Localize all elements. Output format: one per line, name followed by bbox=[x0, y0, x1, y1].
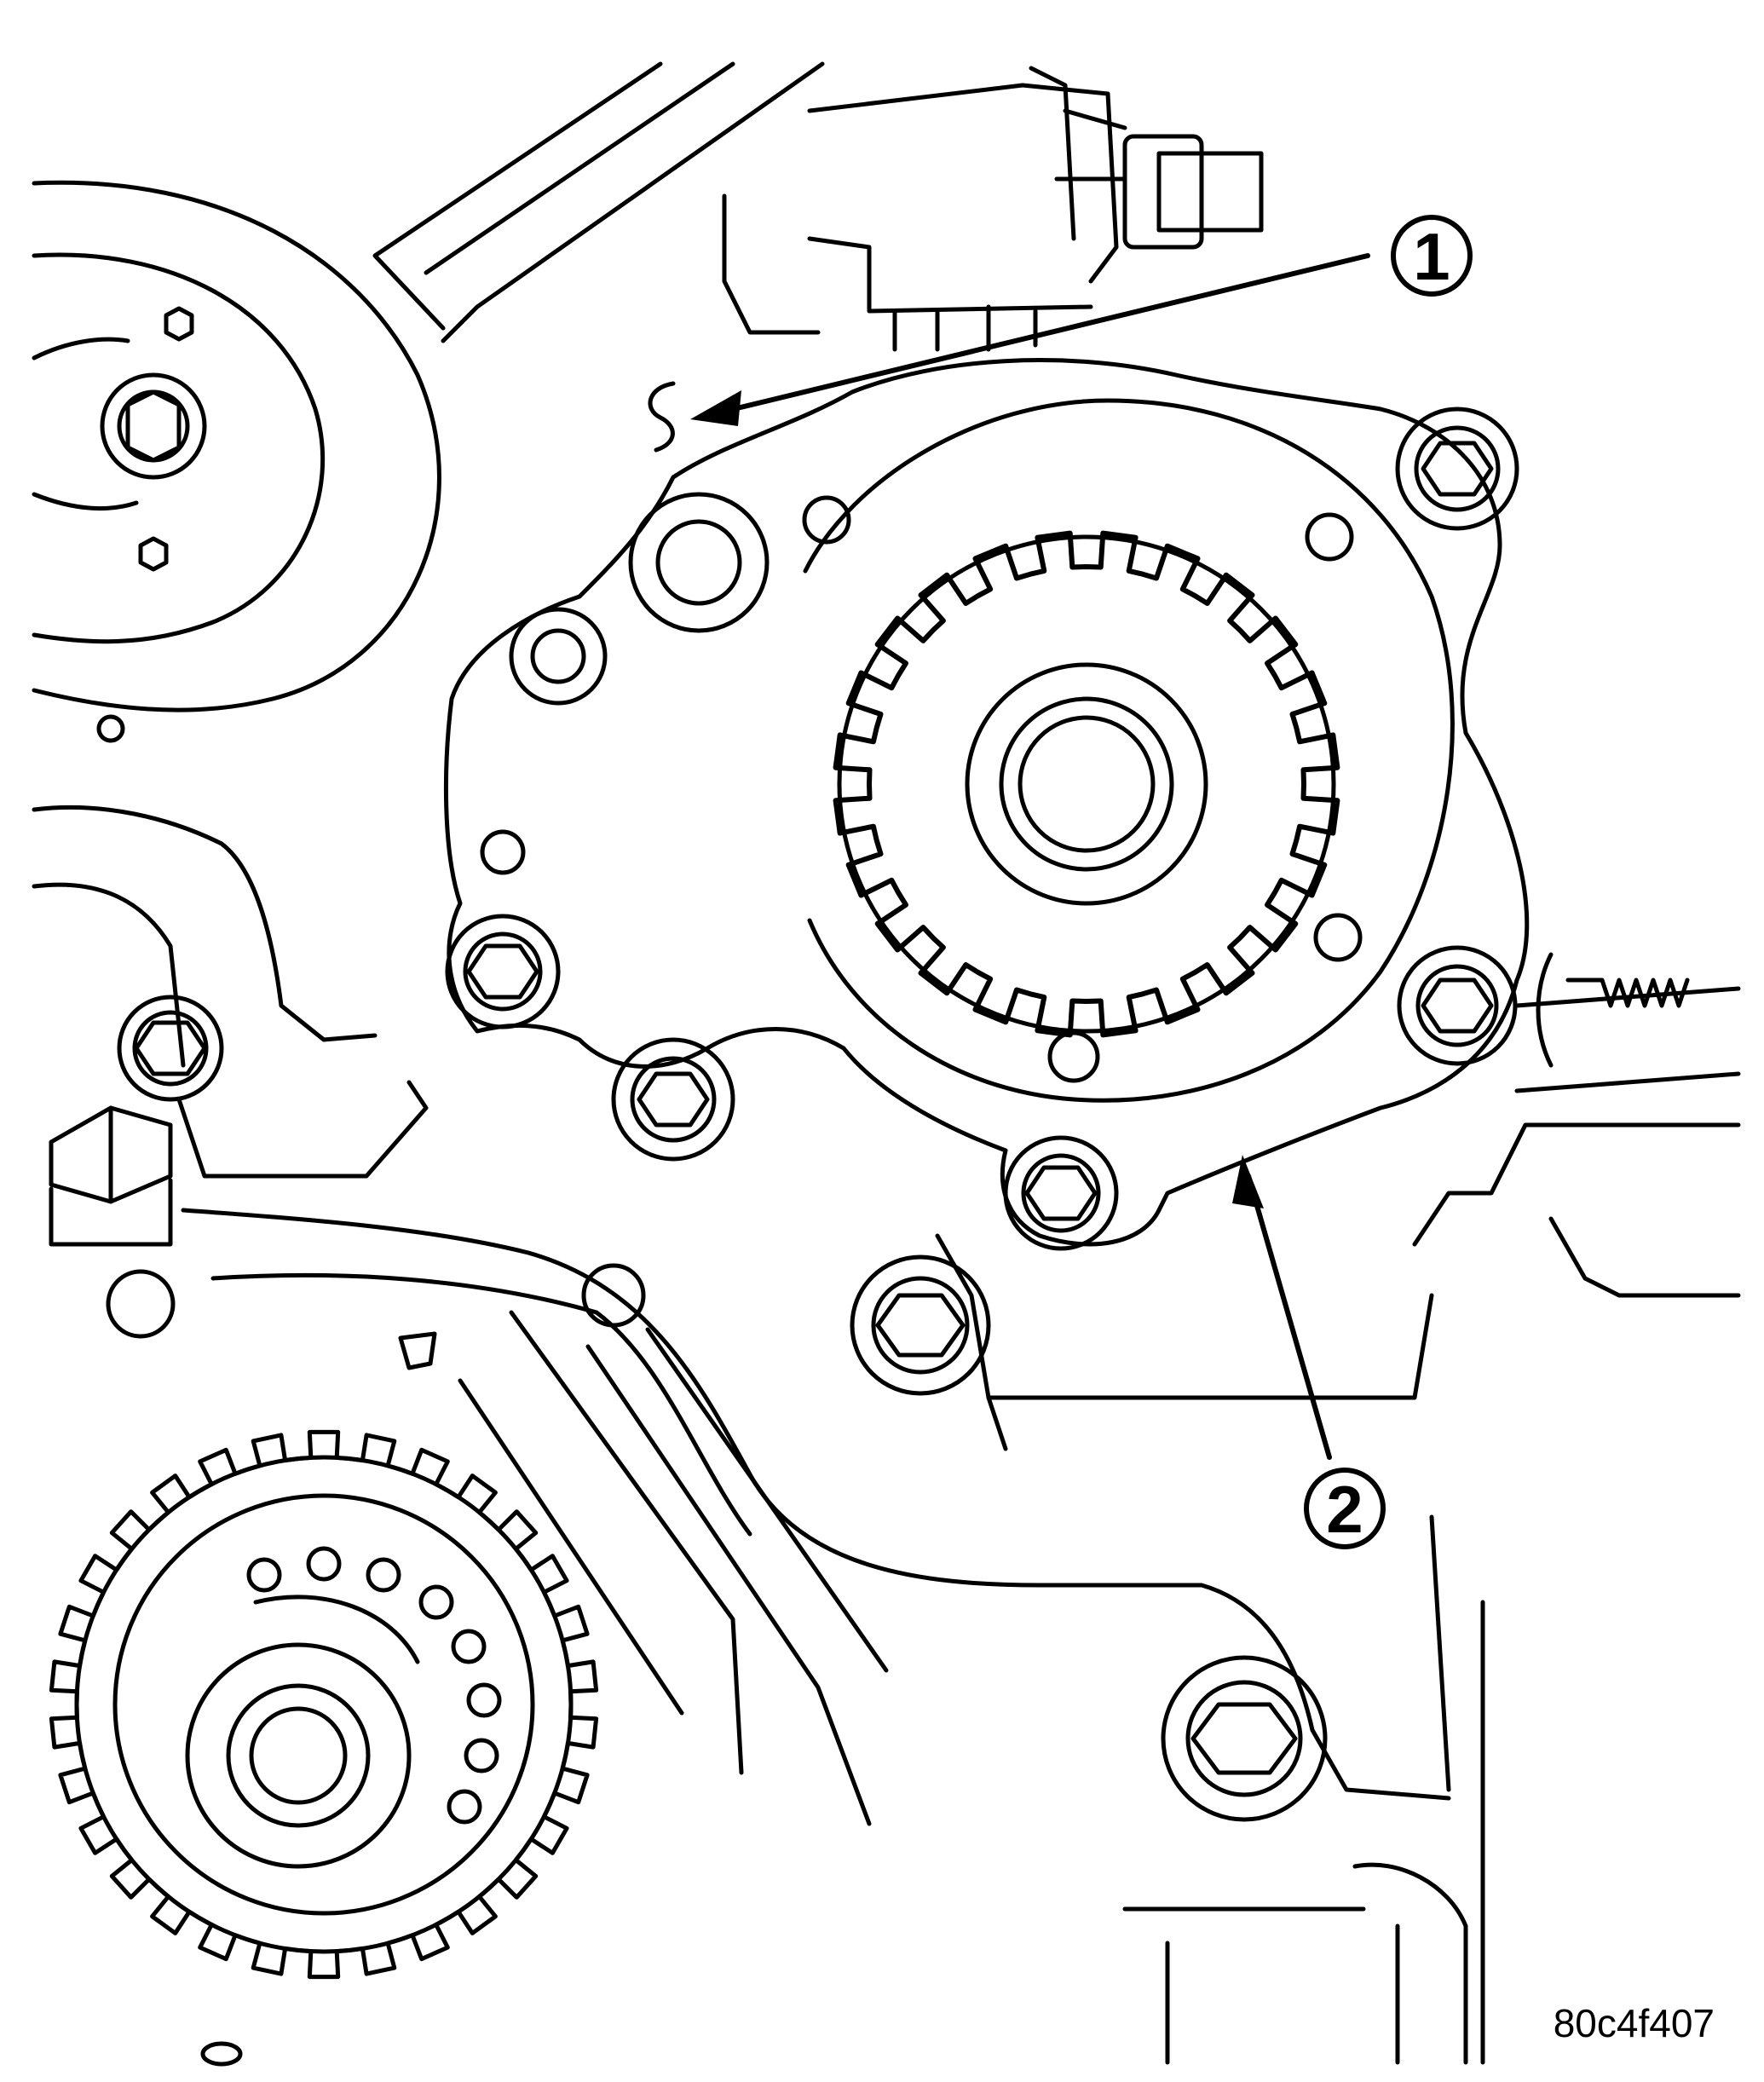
callout-2-circle bbox=[1304, 1468, 1386, 1549]
callout-1-circle bbox=[1391, 215, 1473, 297]
callout-2: 2 bbox=[1232, 1155, 1386, 1549]
sensor-bracket bbox=[722, 66, 1264, 352]
callout-1-label: 1 bbox=[1413, 219, 1450, 294]
crankshaft-sprocket bbox=[49, 1429, 599, 1980]
engine-block bbox=[32, 805, 1741, 2067]
drive-belt bbox=[372, 61, 825, 343]
figure-code: 80c4f407 bbox=[1553, 2001, 1715, 2045]
water-pump bbox=[443, 358, 1530, 1251]
callout-2-label: 2 bbox=[1326, 1472, 1363, 1547]
callout-1: 1 bbox=[648, 215, 1473, 453]
idler-pulley bbox=[32, 180, 441, 743]
